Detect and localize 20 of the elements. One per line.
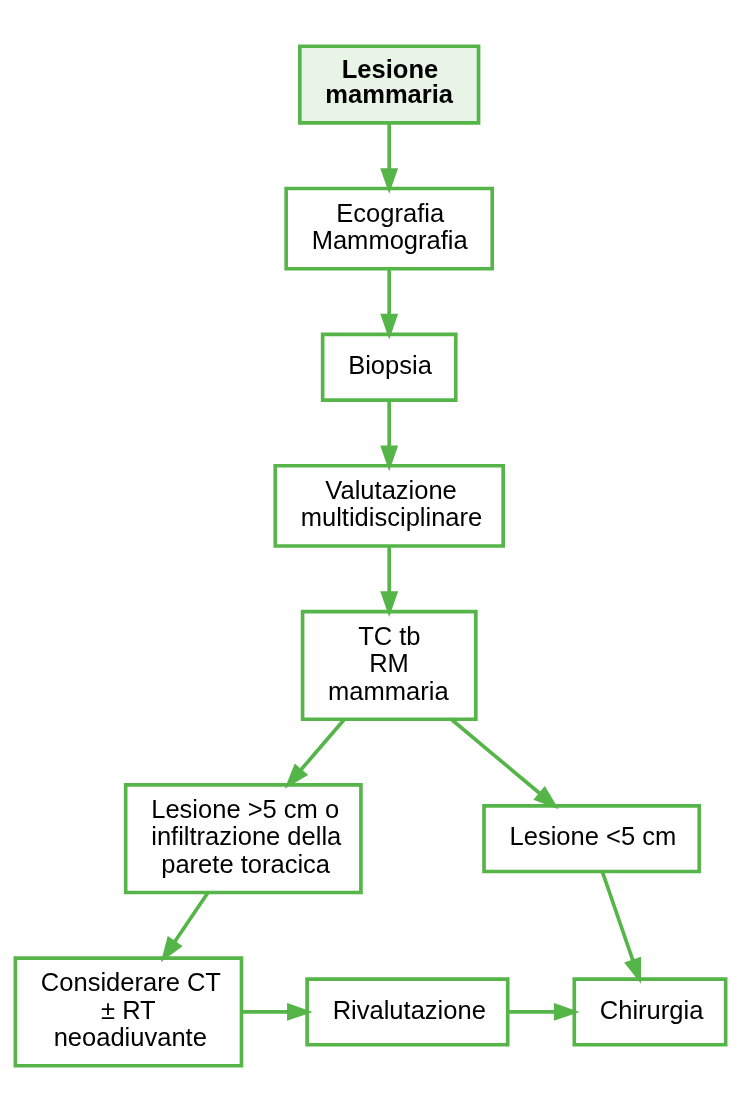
arrow — [450, 718, 559, 810]
node-box: Biopsia — [320, 332, 458, 402]
arrow — [380, 546, 399, 617]
arrow — [507, 1002, 580, 1021]
arrow — [160, 891, 210, 963]
node-box: TC tb RM mammaria — [300, 609, 478, 722]
node-box: Rivalutazione — [305, 977, 510, 1047]
arrow — [380, 268, 399, 340]
node-box: Lesione >5 cm o infiltrazione della parete toracica — [123, 783, 363, 895]
arrow — [284, 718, 346, 789]
node-box: Lesione mammaria — [298, 44, 481, 125]
arrow — [380, 400, 399, 472]
node-box: Considerare CT ± RT neoadiuvante — [13, 956, 244, 1068]
node-box: Valutazione multidisciplinare — [273, 463, 505, 548]
node-box: Chirurgia — [572, 977, 728, 1047]
node-box: Ecografia Mammografia — [284, 186, 495, 271]
node-box: Lesione <5 cm — [482, 804, 702, 874]
arrow — [600, 871, 642, 984]
arrow — [380, 123, 399, 194]
arrow — [241, 1002, 313, 1021]
